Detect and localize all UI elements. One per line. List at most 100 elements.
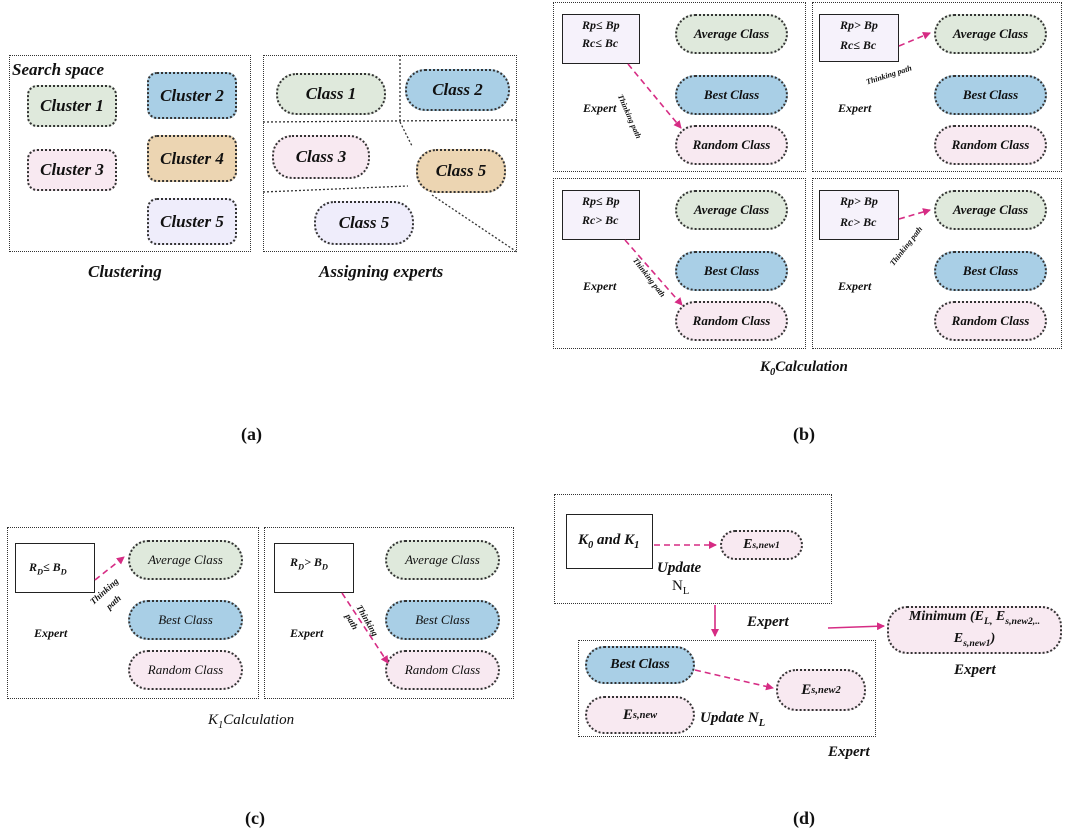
es-new2-sub: s,new2: [811, 684, 841, 696]
condition-4-line-1: Rp> Bp: [840, 194, 878, 208]
update-box-top: [554, 494, 832, 604]
es-new2: E: [801, 681, 812, 698]
k1-random-left: Random Class: [128, 650, 243, 690]
expert-label-1: Expert: [583, 101, 617, 115]
search-space-label: Search space: [12, 60, 105, 79]
min-close: ): [990, 631, 996, 646]
class-3: Class 3: [272, 135, 370, 179]
condition-3-line-2: Rc> Bc: [582, 213, 619, 227]
min-sub3: s,new1: [963, 637, 991, 649]
k1-cr-bsub: D: [321, 562, 328, 572]
d-best-class: Best Class: [585, 646, 695, 684]
best-class-4: Best Class: [934, 251, 1047, 291]
k0-box-3: [553, 178, 806, 349]
random-class-1: Random Class: [675, 125, 788, 165]
d-k0: K: [578, 532, 589, 548]
average-class-4: Average Class: [934, 190, 1047, 230]
average-class-1: Average Class: [675, 14, 788, 54]
panel-b-label: (b): [793, 424, 815, 444]
k0-caption-k: K: [760, 359, 771, 375]
k1-box-right: [264, 527, 514, 699]
k1-average-right: Average Class: [385, 540, 500, 580]
k1-cr-rsub: D: [298, 562, 305, 572]
expert-label-3: Expert: [583, 279, 617, 293]
k1-average-left: Average Class: [128, 540, 243, 580]
k1-caption-sub: 1: [218, 720, 224, 731]
condition-box-4: [819, 190, 899, 240]
es-new: E: [622, 706, 633, 723]
expert-right: Expert: [954, 662, 996, 678]
condition-4-line-2: Rc> Bc: [840, 215, 877, 229]
min-lsub: L,: [983, 616, 993, 627]
k0-k1-box: [566, 514, 653, 569]
k0-caption: K0Calculation: [760, 359, 848, 378]
average-class-2: Average Class: [934, 14, 1047, 54]
k1-condition-right: [274, 543, 354, 593]
k1-caption: K1Calculation: [208, 712, 294, 731]
k0-box-1: [553, 2, 806, 172]
expert-label-4: Expert: [838, 279, 872, 293]
k0-caption-sub: 0: [770, 367, 776, 378]
panel-c-label: (c): [245, 808, 265, 828]
update-box-bottom: [578, 640, 876, 737]
es-new-sub: s,new: [632, 709, 658, 721]
class-2: Class 2: [405, 69, 510, 111]
clustering-box: [9, 55, 251, 252]
random-class-3: Random Class: [675, 301, 788, 341]
k1-expert-left: Expert: [34, 626, 68, 640]
k1-caption-k: K: [208, 712, 219, 728]
condition-2-line-2: Rc≤ Bc: [840, 38, 877, 52]
k1-cr-r: R: [290, 555, 299, 569]
d-k0-sub: 0: [588, 540, 594, 551]
k1-cl-op: ≤ B: [43, 560, 61, 574]
k1-condition-left: [15, 543, 95, 593]
cluster-2: Cluster 2: [147, 72, 237, 119]
k1-cl-bsub: D: [60, 567, 67, 577]
expert-label-2: Expert: [838, 101, 872, 115]
condition-box-1: [562, 14, 640, 64]
best-class-1: Best Class: [675, 75, 788, 115]
min-l2: E: [953, 631, 964, 646]
best-class-3: Best Class: [675, 251, 788, 291]
class-5-orange: Class 5: [416, 149, 506, 193]
d-arrow-to-minimum: [827, 622, 885, 631]
d-and: and K: [593, 532, 635, 548]
nl-top: NL: [672, 578, 689, 597]
expert-bottom: Expert: [828, 744, 870, 760]
k1-cl-r: R: [29, 560, 38, 574]
condition-box-2: [819, 14, 899, 62]
k1-caption-rest: Calculation: [223, 712, 295, 728]
update-nl-bottom: Update NL: [700, 710, 765, 729]
best-class-2: Best Class: [934, 75, 1047, 115]
update-nl-text: Update N: [700, 710, 759, 726]
k1-best-right: Best Class: [385, 600, 500, 640]
minimum-line-1: Minimum (EL, Es,new2,..: [909, 608, 1040, 630]
nl-top-sub: L: [682, 586, 690, 597]
es-new1: E: [743, 537, 753, 552]
k1-condition-right-text: RD> BD: [290, 555, 328, 571]
expert-top: Expert: [747, 614, 789, 630]
cluster-5: Cluster 5: [147, 198, 237, 245]
caption-clustering: Clustering: [88, 262, 162, 281]
d-k1-sub: 1: [634, 540, 640, 551]
k1-expert-right: Expert: [290, 626, 324, 640]
k0-box-2: [812, 2, 1062, 172]
caption-assigning-experts: Assigning experts: [319, 262, 444, 281]
k1-best-left: Best Class: [128, 600, 243, 640]
condition-2-line-1: Rp> Bp: [840, 18, 878, 32]
panel-a-label: (a): [241, 424, 262, 444]
k1-cl-rsub: D: [37, 567, 44, 577]
random-class-4: Random Class: [934, 301, 1047, 341]
nl-top-n: N: [672, 578, 683, 594]
random-class-2: Random Class: [934, 125, 1047, 165]
min-l1: Minimum (E: [908, 609, 984, 625]
condition-1-line-1: Rp≤ Bp: [582, 18, 620, 32]
panel-d-label: (d): [793, 808, 815, 828]
update-nl-sub: L: [758, 718, 766, 729]
assigning-box: [263, 55, 517, 252]
min-mid: E: [992, 609, 1006, 625]
